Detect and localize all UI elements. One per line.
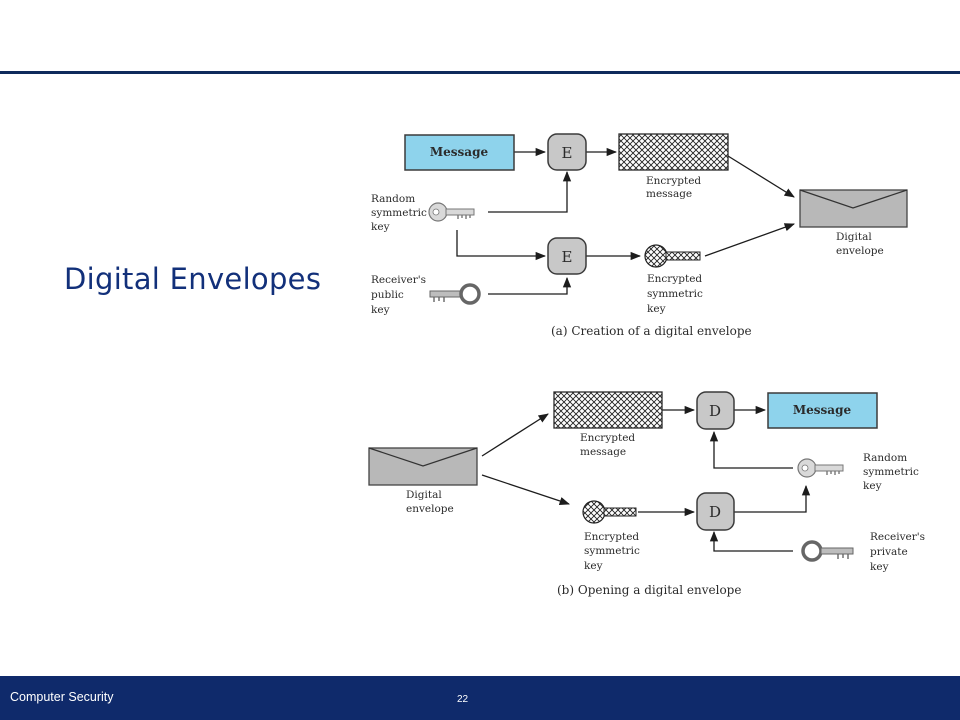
- caption-b: (b) Opening a digital envelope: [557, 583, 741, 597]
- page-number: 22: [457, 694, 469, 705]
- encrypted-key-label-2: symmetric: [647, 288, 703, 300]
- decrypt-node-1: [696, 391, 735, 430]
- public-key-icon: [428, 283, 481, 305]
- caption-a: (a) Creation of a digital envelope: [551, 324, 752, 338]
- random-key-b-label-2: symmetric: [863, 466, 919, 478]
- decrypt-node-2-label: D: [709, 503, 721, 521]
- envelope-b-label-2: envelope: [406, 503, 454, 515]
- encrypted-message-block: [618, 133, 729, 171]
- random-key-label-1: Random: [371, 193, 415, 205]
- encrypt-node-1: [547, 133, 587, 171]
- message-b-label: Message: [793, 403, 852, 417]
- random-key-b-label-1: Random: [863, 452, 907, 464]
- encrypted-key-b-label-1: Encrypted: [584, 531, 639, 543]
- encrypted-message-label-1: Encrypted: [646, 175, 701, 187]
- footer-course-title: Computer Security: [10, 690, 114, 704]
- public-key-label-2: public: [371, 289, 404, 301]
- arrow-envelope-to-encrypted: [481, 413, 549, 457]
- random-key-b-label-3: key: [863, 480, 882, 492]
- arrow-d2-to-randomkey: [734, 484, 811, 513]
- encrypted-message-b-label-2: message: [580, 446, 626, 458]
- arrow-privatekey-to-d2: [709, 530, 793, 552]
- envelope-icon: [799, 189, 908, 228]
- encrypted-key-label-3: key: [647, 303, 666, 315]
- encrypted-key-icon-b: [582, 500, 637, 524]
- encrypt-node-1-label: E: [562, 144, 573, 162]
- envelope-icon-b: [368, 447, 478, 486]
- encrypted-key-icon: [644, 244, 701, 268]
- arrow-envelope-to-encryptedkey: [481, 474, 570, 505]
- message-label: Message: [430, 145, 489, 159]
- arrow-randomkey-to-d1: [709, 430, 793, 469]
- public-key-label-3: key: [371, 304, 390, 316]
- footer-bar: Computer Security 22: [0, 676, 960, 720]
- encrypted-message-block-b: [553, 391, 663, 429]
- encrypted-message-b-label-1: Encrypted: [580, 432, 635, 444]
- encrypted-key-label-1: Encrypted: [647, 273, 702, 285]
- arrow-publickey-to-e2: [488, 276, 572, 295]
- private-key-label-1: Receiver's: [870, 531, 925, 543]
- encrypt-node-2-label: E: [562, 248, 573, 266]
- slide-title: Digital Envelopes: [64, 262, 322, 296]
- random-key-label-3: key: [371, 221, 390, 233]
- diagram-creation: Message E E Encrypted message Random sym…: [371, 133, 908, 338]
- encrypted-key-b-label-2: symmetric: [584, 545, 640, 557]
- diagram-opening: Digital envelope Encrypted message D D M…: [368, 391, 925, 597]
- private-key-label-3: key: [870, 561, 889, 573]
- public-key-label-1: Receiver's: [371, 274, 426, 286]
- encrypt-node-2: [547, 237, 587, 275]
- arrow-encrypted-to-envelope: [727, 155, 795, 198]
- arrow-randomkey-to-e2: [456, 230, 547, 261]
- decrypt-node-1-label: D: [709, 402, 721, 420]
- private-key-icon: [801, 540, 854, 562]
- arrow-randomkey-to-e1: [488, 170, 572, 213]
- message-box: [404, 134, 515, 171]
- random-key-icon: [428, 202, 475, 222]
- arrow-encryptedkey-to-envelope: [704, 223, 795, 257]
- envelope-b-label-1: Digital: [406, 489, 442, 501]
- random-key-icon-b: [797, 458, 844, 478]
- top-rule: [0, 71, 960, 74]
- message-box-b: [767, 392, 878, 429]
- random-key-label-2: symmetric: [371, 207, 427, 219]
- envelope-label-2: envelope: [836, 245, 884, 257]
- decrypt-node-2: [696, 492, 735, 531]
- envelope-label-1: Digital: [836, 231, 872, 243]
- encrypted-message-label-2: message: [646, 188, 692, 200]
- private-key-label-2: private: [870, 546, 908, 558]
- encrypted-key-b-label-3: key: [584, 560, 603, 572]
